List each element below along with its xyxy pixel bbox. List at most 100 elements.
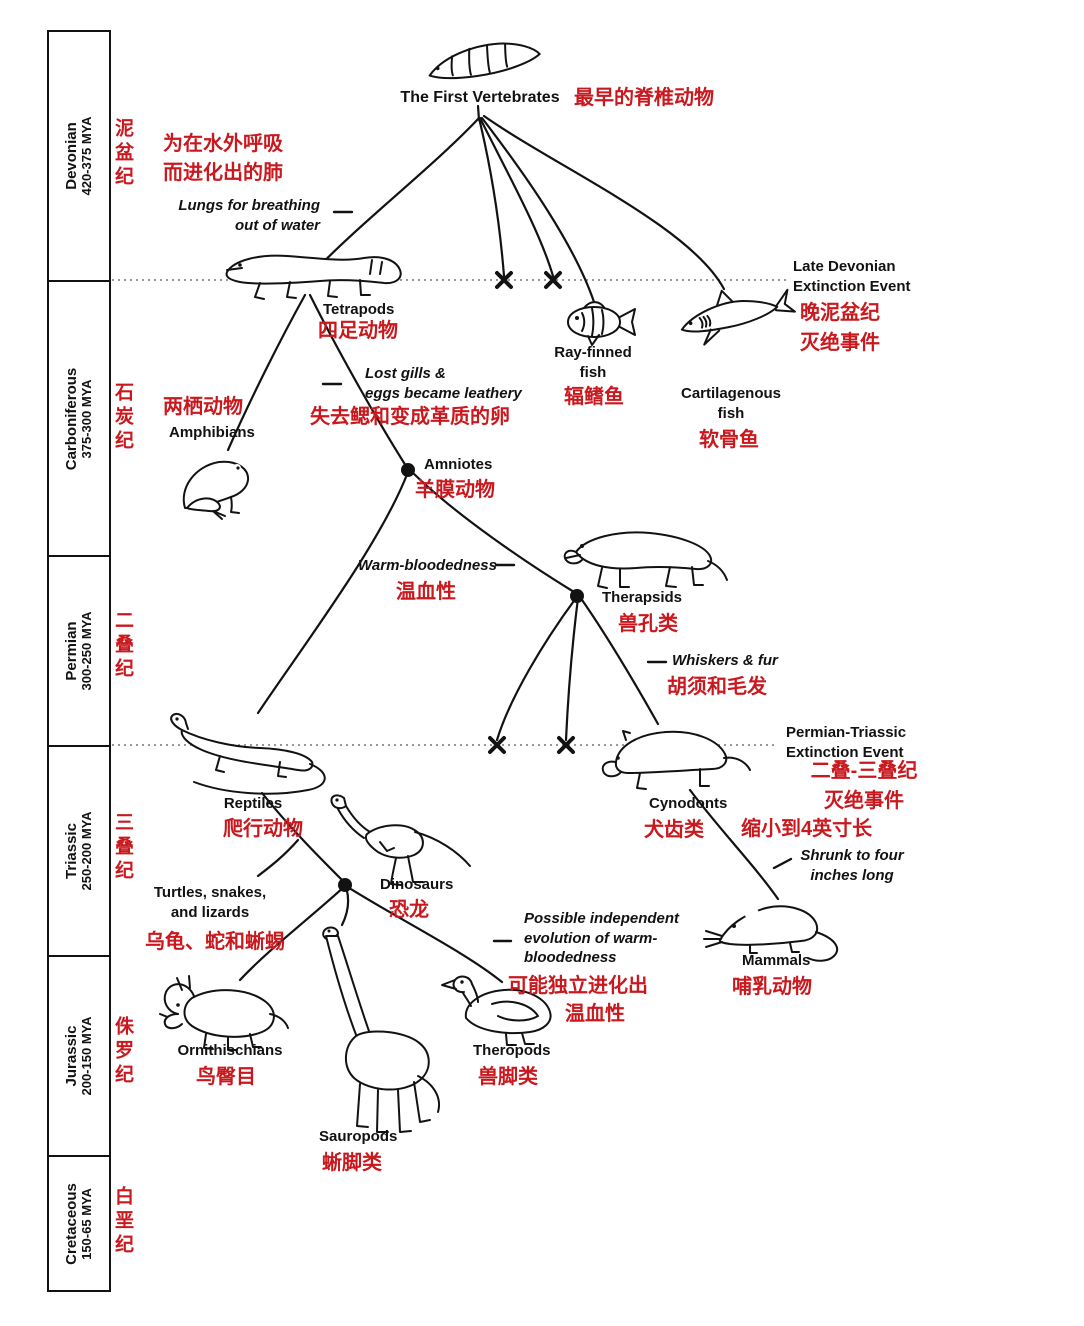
period-name: Carboniferous (62, 367, 80, 470)
independent-warm-en-line2: evolution of warm- (524, 929, 658, 947)
clade-node-dots (338, 463, 584, 892)
tetrapod-illustration (225, 254, 402, 300)
turtles-snakes-lizards-label-zh: 乌龟、蛇和蜥蜴 (145, 931, 285, 953)
amphibian-frog-illustration (182, 460, 250, 520)
timeline-period-carboniferous: Carboniferous 375-300 MYA (49, 282, 109, 557)
theropods-label-en: Theropods (473, 1042, 551, 1059)
late-devonian-event-en: Late Devonian Extinction Event (793, 257, 911, 296)
timeline-period-jurassic: Jurassic 200-150 MYA (49, 957, 109, 1157)
sauropods-label-zh: 蜥脚类 (322, 1152, 382, 1174)
lungs-en-line2: out of water (235, 216, 320, 234)
annotation-ticks (321, 210, 793, 943)
warm-bloodedness-annotation-zh: 温血性 (396, 581, 456, 603)
timeline-zh-triassic: 三叠纪 (112, 812, 133, 884)
timeline-zh-devonian: 泥盆纪 (112, 118, 133, 190)
mammal-mouse-illustration (703, 905, 839, 962)
cartilagenous-en-line1: Cartilagenous (680, 385, 782, 402)
sauropod-illustration (322, 926, 440, 1133)
ray-finned-fish-illustration (567, 301, 636, 346)
timeline-zh-carboniferous: 石炭纪 (112, 382, 133, 454)
turtles-en-line1: Turtles, snakes, (153, 884, 267, 901)
reptiles-label-zh: 爬行动物 (223, 818, 303, 840)
late-devonian-zh-line2: 灭绝事件 (800, 332, 880, 354)
tetrapods-label-zh: 四足动物 (318, 320, 398, 342)
cartilagenous-en-line2: fish (717, 404, 745, 422)
whiskers-fur-annotation-zh: 胡须和毛发 (667, 676, 767, 698)
ornithischians-label-zh: 鸟臀目 (196, 1066, 256, 1088)
cartilagenous-fish-illustration (680, 288, 796, 346)
ornithischian-triceratops-illustration (159, 975, 289, 1051)
ornithischians-label-en: Ornithischians (177, 1042, 283, 1059)
ray-finned-en-line1: Ray-finned (554, 344, 632, 361)
ray-finned-fish-label-en: Ray-finned fish (554, 343, 632, 382)
independent-warm-en-line1: Possible independent (524, 910, 680, 927)
period-name: Devonian (62, 122, 80, 190)
period-name: Permian (62, 621, 80, 681)
lungs-en-line1: Lungs for breathing (178, 197, 320, 214)
lungs-annotation-zh: 为在水外呼吸 而进化出的肺 (163, 130, 283, 188)
permian-triassic-event-zh: 二叠-三叠纪 灭绝事件 (798, 756, 930, 816)
mammals-label-zh: 哺乳动物 (732, 976, 812, 998)
lungs-zh-line2: 而进化出的肺 (163, 162, 283, 184)
permian-triassic-en-line2: Extinction Event (786, 743, 904, 761)
dinosaurs-label-en: Dinosaurs (380, 876, 454, 893)
lost-gills-annotation-en: Lost gills & eggs became leathery (365, 364, 522, 403)
permian-triassic-zh-line2: 灭绝事件 (824, 790, 904, 812)
lost-gills-en-line2: eggs became leathery (365, 384, 522, 402)
lungs-annotation-en: Lungs for breathing out of water (140, 196, 320, 235)
amniotes-label-zh: 羊膜动物 (415, 479, 495, 501)
lungs-zh-line1: 为在水外呼吸 (163, 133, 283, 155)
timeline-zh-jurassic: 侏罗纪 (112, 1016, 133, 1088)
amphibians-label-zh: 两栖动物 (163, 396, 243, 418)
timeline-period-devonian: Devonian 420-375 MYA (49, 32, 109, 282)
permian-triassic-en-line1: Permian-Triassic (786, 724, 907, 741)
late-devonian-en-line2: Extinction Event (793, 277, 911, 295)
independent-warm-annotation-zh-line1: 可能独立进化出 (508, 975, 648, 997)
extinction-x-marks (488, 271, 575, 754)
ray-finned-fish-label-zh: 辐鳍鱼 (564, 386, 624, 408)
reptile-illustration (170, 713, 326, 795)
period-mya: 200-150 MYA (79, 1016, 95, 1096)
period-name: Cretaceous (62, 1182, 80, 1265)
timeline-period-cretaceous: Cretaceous 150-65 MYA (49, 1157, 109, 1290)
therapsid-illustration (563, 531, 728, 589)
independent-warm-annotation-en: Possible independent evolution of warm- … (524, 909, 679, 968)
late-devonian-en-line1: Late Devonian (793, 258, 896, 275)
independent-warm-annotation-zh-line2: 温血性 (565, 1003, 625, 1025)
lost-gills-en-line1: Lost gills & (365, 365, 446, 382)
therapsids-label-en: Therapsids (602, 589, 683, 606)
ray-finned-en-line2: fish (579, 363, 607, 381)
cynodonts-label-zh: 犬齿类 (644, 819, 704, 841)
shrunk-annotation-en: Shrunk to four inches long (800, 846, 903, 885)
independent-warm-en-line3: bloodedness (524, 949, 617, 966)
period-name: Jurassic (62, 1025, 80, 1087)
turtles-en-line2: and lizards (170, 903, 250, 921)
turtles-snakes-lizards-label-en: Turtles, snakes, and lizards (154, 883, 266, 922)
first-vertebrate-illustration (428, 42, 541, 80)
first-vertebrates-label-en: The First Vertebrates (400, 89, 560, 106)
timeline-zh-permian: 二叠纪 (112, 610, 133, 682)
first-vertebrates-label-zh: 最早的脊椎动物 (574, 87, 714, 109)
lost-gills-annotation-zh: 失去鳃和变成革质的卵 (310, 406, 510, 428)
period-mya: 150-65 MYA (79, 1187, 95, 1260)
late-devonian-zh-line1: 晚泥盆纪 (800, 302, 880, 324)
whiskers-fur-annotation-en: Whiskers & fur (672, 652, 778, 669)
amphibians-label-en: Amphibians (169, 424, 255, 441)
mammals-label-en: Mammals (742, 952, 811, 969)
period-mya: 375-300 MYA (79, 378, 95, 459)
permian-triassic-zh-line1: 二叠-三叠纪 (810, 760, 918, 782)
timeline-period-triassic: Triassic 250-200 MYA (49, 747, 109, 957)
reptiles-label-en: Reptiles (223, 795, 283, 812)
tree-branches (226, 104, 780, 984)
late-devonian-event-zh: 晚泥盆纪 灭绝事件 (800, 298, 880, 358)
timeline-period-permian: Permian 300-250 MYA (49, 557, 109, 747)
geologic-timeline: Devonian 420-375 MYA Carboniferous 375-3… (47, 30, 111, 1292)
theropod-illustration (441, 975, 552, 1046)
permian-triassic-event-en: Permian-Triassic Extinction Event (786, 723, 906, 762)
sauropods-label-en: Sauropods (319, 1128, 398, 1145)
cartilagenous-fish-label-en: Cartilagenous fish (681, 384, 781, 423)
dinosaurs-label-zh: 恐龙 (389, 899, 429, 921)
shrunk-en-line1: Shrunk to four (800, 847, 904, 864)
period-mya: 300-250 MYA (79, 611, 95, 691)
